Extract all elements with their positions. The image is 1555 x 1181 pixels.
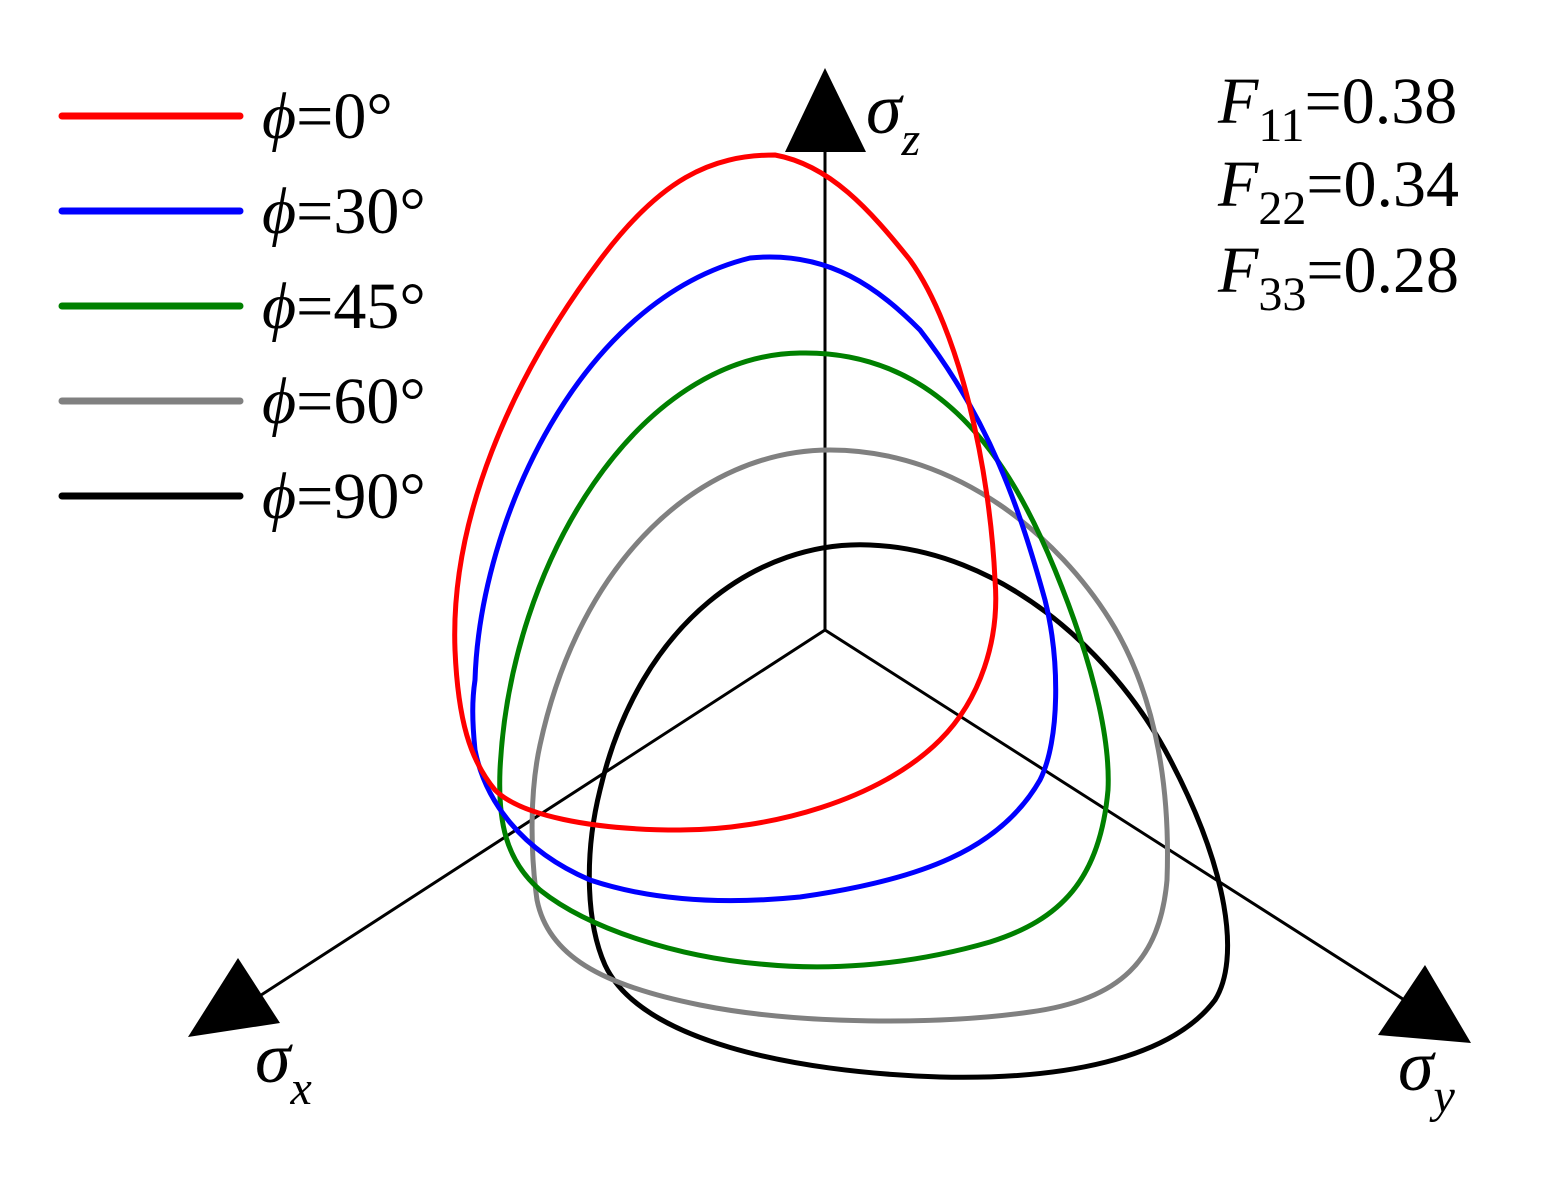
legend: ϕ=0° ϕ=30° ϕ=45° ϕ=60° ϕ=90° bbox=[58, 80, 426, 533]
legend-label-phi-45: ϕ=45° bbox=[262, 270, 426, 343]
curves bbox=[452, 152, 1231, 1080]
param-symbol: F bbox=[1217, 234, 1259, 307]
curve-phi-45 bbox=[497, 350, 1111, 970]
legend-label-phi-30: ϕ=30° bbox=[262, 175, 426, 248]
param-value: =0.28 bbox=[1306, 234, 1459, 307]
legend-phi-value: =90° bbox=[296, 460, 426, 533]
legend-phi-symbol: ϕ bbox=[262, 175, 296, 248]
z-axis-arrow-icon bbox=[785, 68, 866, 152]
legend-phi-symbol: ϕ bbox=[262, 365, 296, 438]
legend-item-phi-0: ϕ=0° bbox=[58, 80, 393, 153]
sigma-y-symbol: σ bbox=[1398, 1026, 1436, 1106]
param-f11: F11=0.38 bbox=[1217, 65, 1457, 152]
sigma-x-subscript: x bbox=[290, 1062, 312, 1115]
curve-phi-90 bbox=[586, 542, 1231, 1080]
legend-label-phi-0: ϕ=0° bbox=[262, 80, 393, 153]
sigma-x-symbol: σ bbox=[255, 1018, 293, 1098]
param-symbol: F bbox=[1217, 65, 1259, 138]
param-subscript: 33 bbox=[1258, 268, 1306, 321]
sigma-y-subscript: y bbox=[1429, 1070, 1456, 1123]
param-f22: F22=0.34 bbox=[1217, 148, 1459, 235]
legend-phi-value: =0° bbox=[296, 80, 393, 153]
x-axis-arrow-icon bbox=[188, 958, 280, 1037]
legend-phi-symbol: ϕ bbox=[262, 80, 296, 153]
curve-phi-60 bbox=[529, 447, 1170, 1024]
param-value: =0.34 bbox=[1306, 148, 1459, 221]
legend-label-phi-60: ϕ=60° bbox=[262, 365, 426, 438]
sigma-z-subscript: z bbox=[901, 113, 921, 166]
y-axis-arrow-icon bbox=[1378, 965, 1471, 1043]
legend-phi-value: =30° bbox=[296, 175, 426, 248]
legend-item-phi-45: ϕ=45° bbox=[58, 270, 426, 343]
legend-item-phi-30: ϕ=30° bbox=[58, 175, 426, 248]
curve-phi-0 bbox=[452, 152, 999, 833]
param-value: =0.38 bbox=[1305, 65, 1458, 138]
legend-phi-value: =45° bbox=[296, 270, 426, 343]
sigma-x-label: σx bbox=[255, 1018, 312, 1115]
curve-phi-30 bbox=[470, 254, 1059, 904]
legend-phi-value: =60° bbox=[296, 365, 426, 438]
legend-label-phi-90: ϕ=90° bbox=[262, 460, 426, 533]
param-f33: F33=0.28 bbox=[1217, 234, 1459, 321]
sigma-z-symbol: σ bbox=[866, 69, 904, 149]
sigma-y-label: σy bbox=[1398, 1026, 1456, 1123]
param-subscript: 11 bbox=[1258, 99, 1304, 152]
y-axis-line bbox=[824, 628, 1421, 1012]
legend-item-phi-60: ϕ=60° bbox=[58, 365, 426, 438]
legend-item-phi-90: ϕ=90° bbox=[58, 460, 426, 533]
sigma-z-label: σz bbox=[866, 69, 921, 166]
legend-phi-symbol: ϕ bbox=[262, 270, 296, 343]
param-subscript: 22 bbox=[1258, 182, 1306, 235]
param-symbol: F bbox=[1217, 148, 1259, 221]
parameters: F11=0.38 F22=0.34 F33=0.28 bbox=[1217, 65, 1459, 321]
legend-phi-symbol: ϕ bbox=[262, 460, 296, 533]
axes bbox=[188, 68, 1471, 1043]
